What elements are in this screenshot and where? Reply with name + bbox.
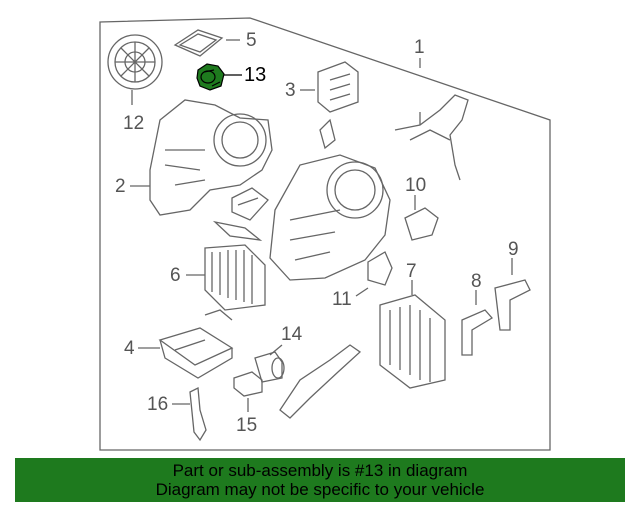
blower-motor-12: [107, 34, 163, 90]
callout-12: 12: [123, 113, 145, 134]
duct: [279, 344, 362, 419]
banner-line-2: Diagram may not be specific to your vehi…: [155, 480, 485, 499]
hose-16: [189, 386, 207, 442]
callout-5: 5: [246, 30, 257, 51]
callout-4: 4: [124, 338, 135, 359]
wiring-harness-17: [394, 94, 469, 181]
callout-16: 16: [147, 394, 169, 415]
callout-1: 1: [414, 37, 425, 58]
callout-7: 7: [406, 261, 417, 282]
callout-6: 6: [170, 265, 181, 286]
callout-11: 11: [332, 289, 352, 310]
leader-11: [355, 287, 369, 297]
sensor-11: [367, 251, 393, 286]
housing-2: [149, 99, 273, 216]
evaporator-6: [204, 220, 266, 321]
drain-pan-4: [158, 327, 234, 379]
callout-13: 13: [244, 64, 267, 86]
highlighted-part-13: [196, 63, 225, 91]
banner-line-1: Part or sub-assembly is #13 in diagram: [172, 461, 468, 480]
callout-15: 15: [236, 415, 258, 436]
pipe-8: [461, 309, 494, 356]
part-14: [254, 351, 285, 383]
heater-core-7: [379, 294, 446, 389]
notice-banner: Part or sub-assembly is #13 in diagram D…: [15, 458, 625, 502]
callout-3: 3: [285, 80, 296, 101]
callout-9: 9: [508, 239, 519, 260]
filter-cover-5: [173, 29, 224, 57]
callout-2: 2: [115, 176, 126, 197]
callout-14: 14: [281, 324, 303, 345]
actuator-10: [404, 207, 439, 241]
part-15: [233, 371, 263, 397]
parts-diagram: [99, 17, 551, 451]
actuator-3: [317, 61, 359, 113]
pipe-9: [494, 279, 531, 331]
diagram-frame: [99, 17, 551, 451]
callout-8: 8: [471, 271, 482, 292]
callout-10: 10: [405, 175, 427, 196]
bracket: [231, 187, 269, 221]
main-case-1: [269, 118, 391, 281]
